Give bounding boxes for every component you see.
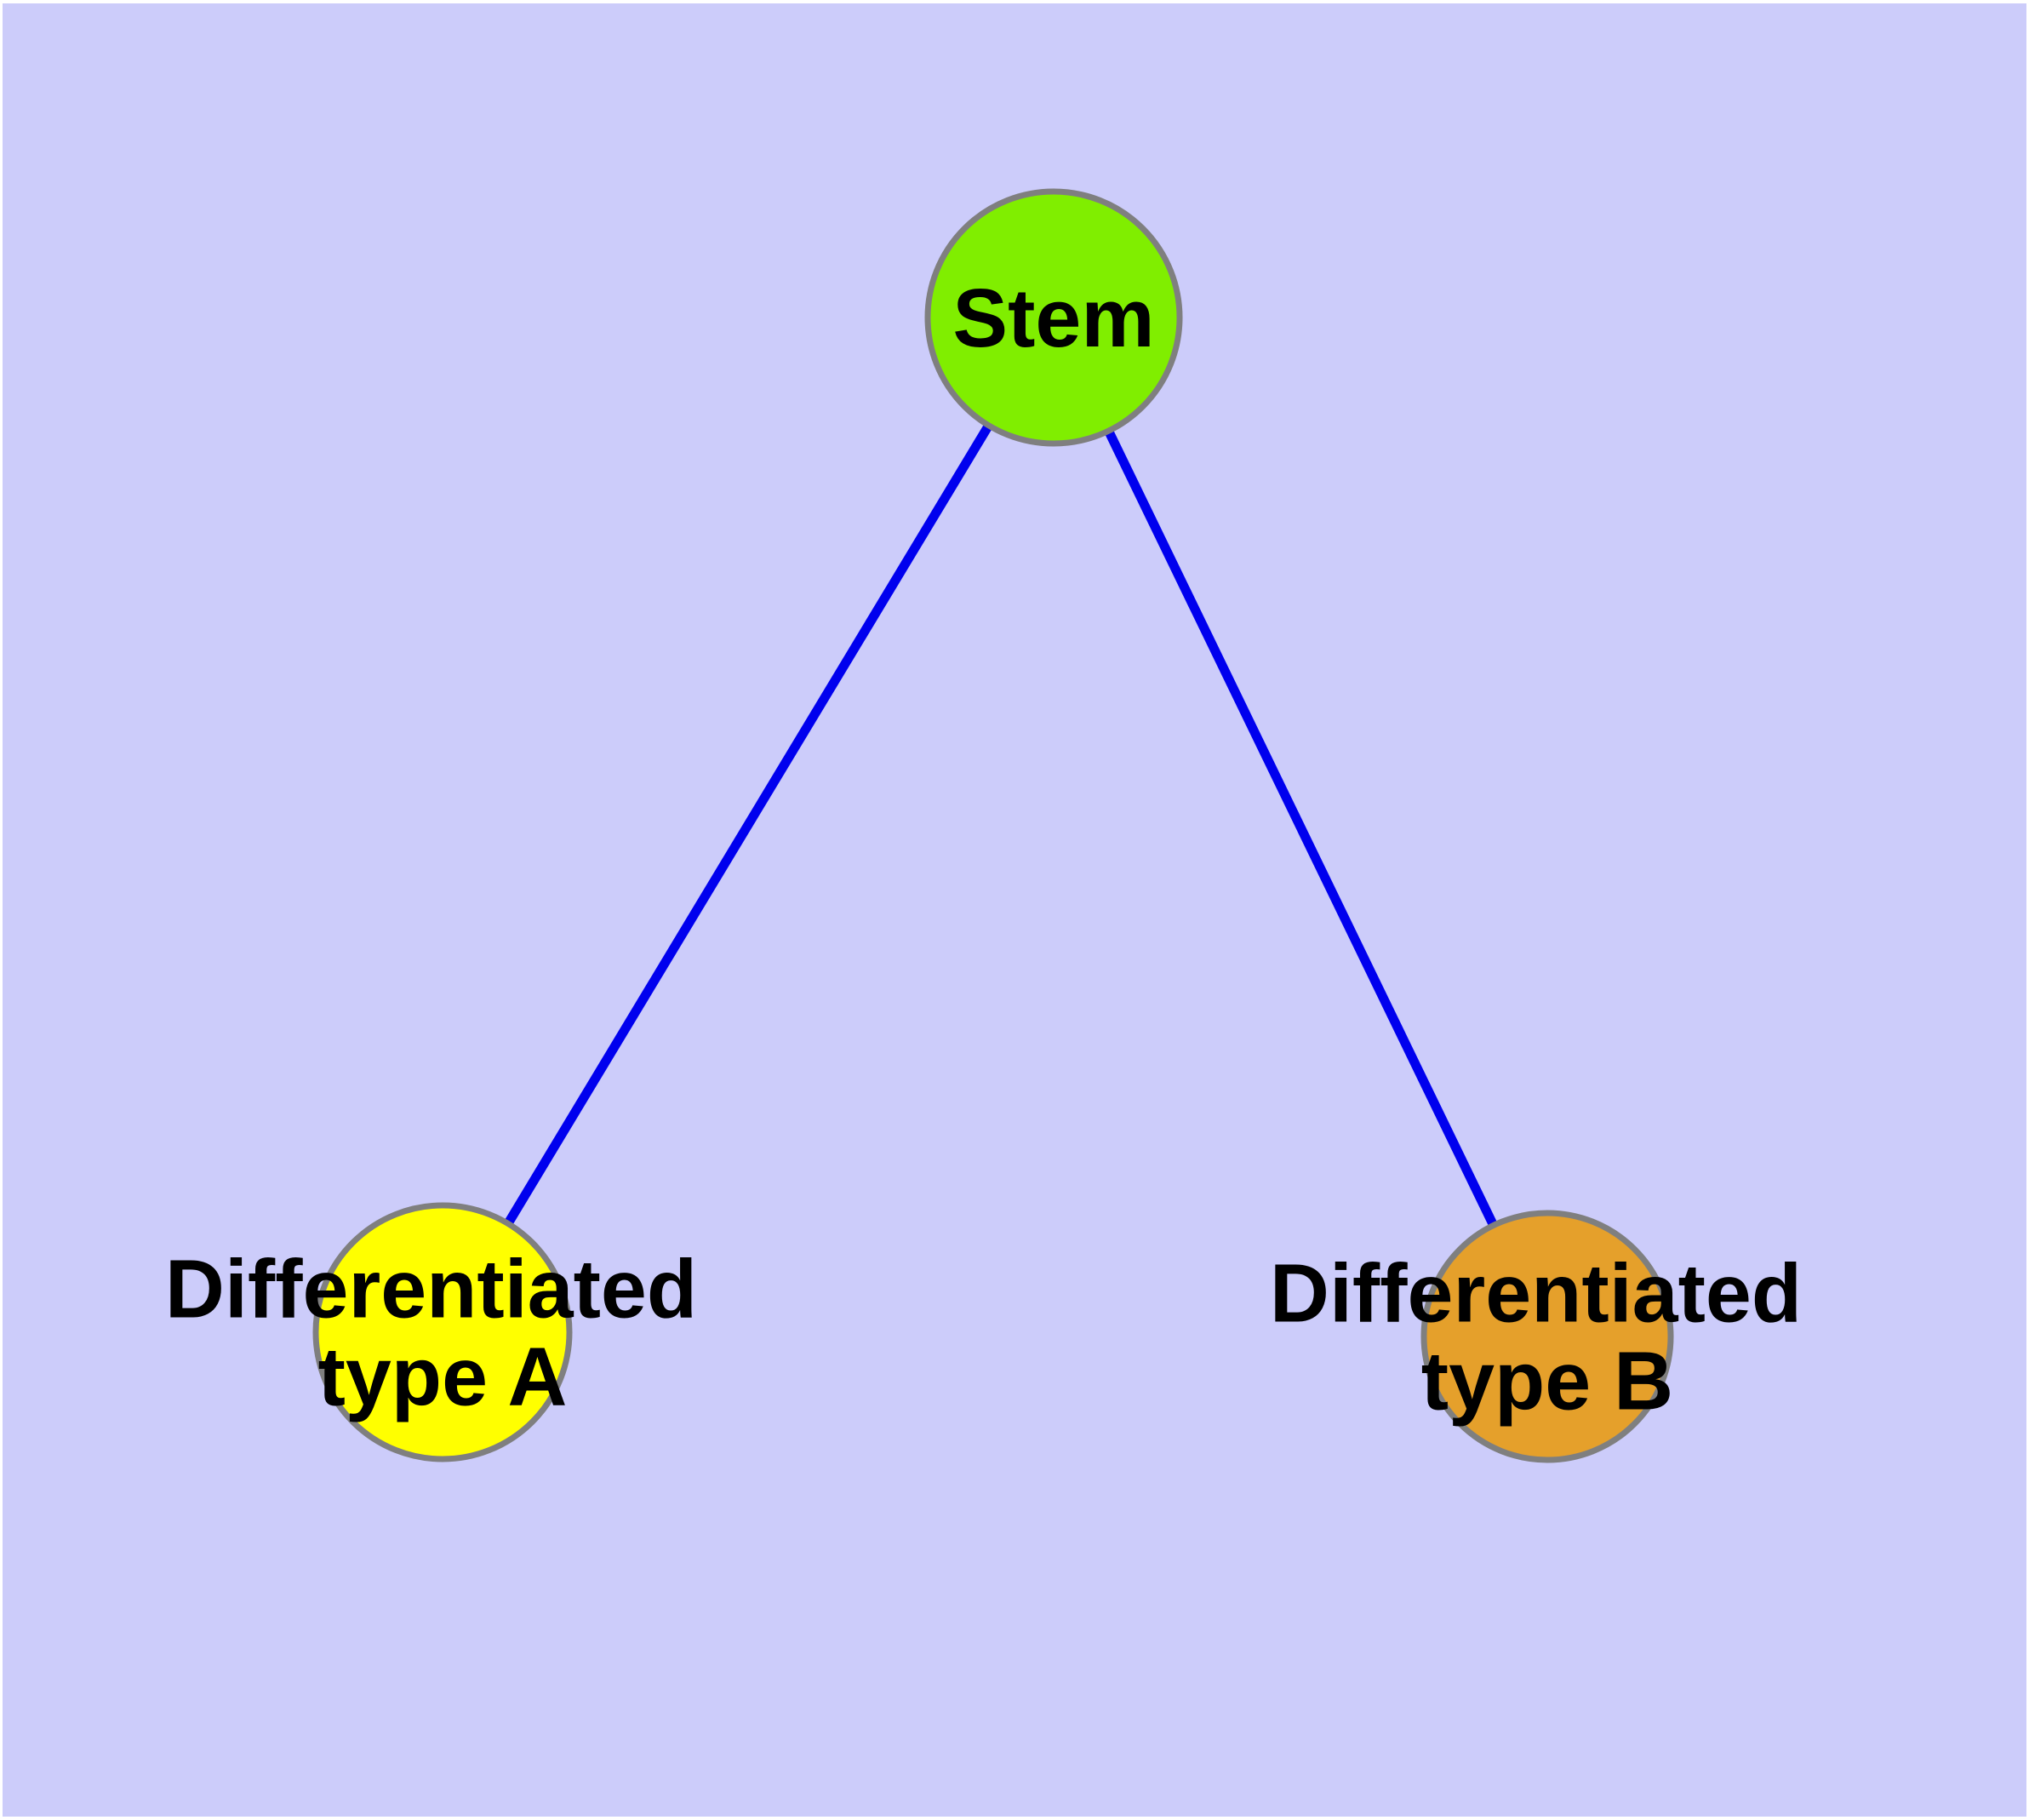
node-differentiated-type-b-circle[interactable] bbox=[1420, 1210, 1674, 1463]
edge-stem-to-differentiated-type-a[interactable] bbox=[504, 422, 993, 1227]
node-differentiated-type-b-label: Differentiated type B bbox=[1270, 1239, 1825, 1427]
node-stem-label: Stem bbox=[952, 272, 1154, 364]
node-stem-circle[interactable] bbox=[924, 188, 1183, 447]
edge-stem-to-differentiated-type-b[interactable] bbox=[1104, 428, 1498, 1228]
node-stem[interactable]: Stem bbox=[924, 188, 1183, 447]
node-layer: Stem Differentiated type A Differentiate… bbox=[165, 188, 1825, 1463]
node-differentiated-type-b[interactable]: Differentiated type B bbox=[1270, 1210, 1825, 1463]
node-differentiated-type-a-circle[interactable] bbox=[312, 1202, 573, 1462]
node-differentiated-type-a-label: Differentiated type A bbox=[165, 1235, 720, 1422]
node-differentiated-type-a[interactable]: Differentiated type A bbox=[165, 1202, 720, 1462]
edge-layer bbox=[504, 422, 1498, 1228]
